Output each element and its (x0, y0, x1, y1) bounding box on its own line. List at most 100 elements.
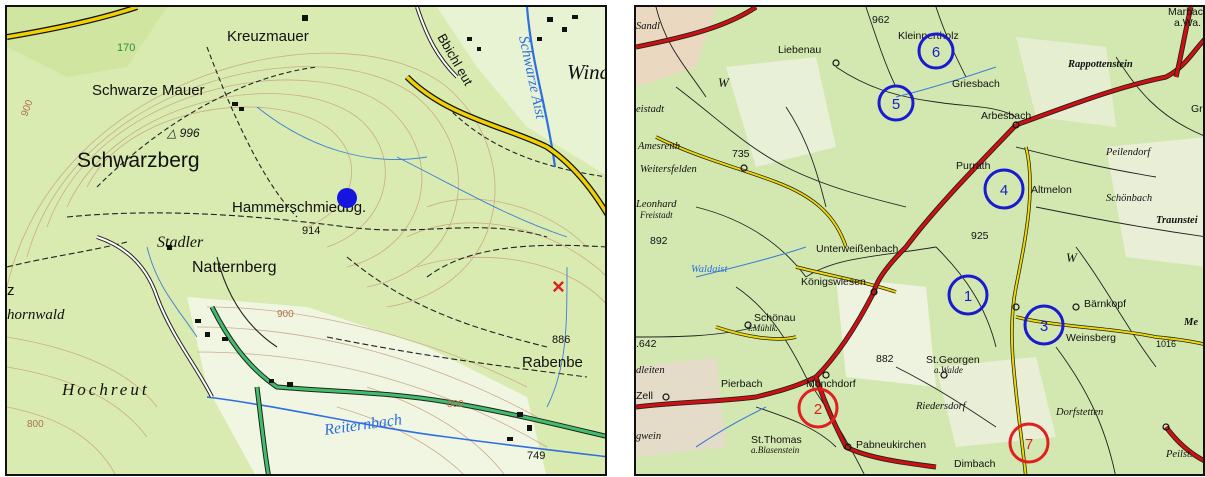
marker-2[interactable]: 2 (797, 387, 839, 429)
label-st-thomas-2: a.Blasenstein (751, 445, 800, 455)
settlement-markers (662, 59, 1170, 451)
marker-3[interactable]: 3 (1023, 304, 1065, 346)
marker-5[interactable]: 5 (877, 84, 915, 122)
main-road-170 (7, 7, 605, 217)
contour-label-900b: 900 (277, 309, 294, 320)
label-z: z (7, 282, 15, 299)
label-schwarzberg: Schwarzberg (77, 149, 200, 172)
label-zell: Zell (636, 390, 653, 402)
label-schwarze-mauer: Schwarze Mauer (92, 82, 205, 99)
label-leonhard: Leonhard (636, 199, 677, 210)
label-natternberg: Natternberg (192, 259, 277, 276)
buildings (167, 15, 578, 441)
label-moenchdorf: Mönchdorf (806, 378, 856, 390)
label-arbesbach: Arbesbach (981, 110, 1031, 122)
main-roads (636, 7, 1203, 470)
label-rabenbe: Rabenbe (522, 354, 583, 371)
marker-3-label: 3 (1040, 318, 1048, 335)
marker-6[interactable]: 6 (917, 32, 955, 70)
label-dimbach: Dimbach (954, 458, 996, 470)
marker-2-label: 2 (814, 401, 822, 418)
label-muehlk: i.Mühlk. (748, 323, 778, 333)
secondary-road (96, 7, 459, 398)
label-hochreut: Hochreut (61, 380, 150, 399)
label-pierbach: Pierbach (721, 378, 763, 390)
label-weinsberg: Weinsberg (1066, 332, 1116, 344)
label-unterweissenbach: Unterweißenbach (816, 243, 898, 255)
marker-7[interactable]: 7 (1008, 422, 1050, 464)
label-marbach: Marbach (1168, 7, 1205, 18)
label-riedersdorf: Riedersdorf (915, 401, 968, 412)
terrain-patches (636, 7, 1203, 457)
label-peilendorf: Peilendorf (1105, 147, 1152, 158)
label-w2: W (1066, 250, 1078, 265)
label-1016: 1016 (1156, 339, 1176, 349)
label-962: 962 (872, 14, 890, 26)
label-892: 892 (650, 235, 668, 247)
right-regional-map[interactable]: Sandl 962 Liebenau Kleinpertholz Marbach… (634, 5, 1205, 476)
label-amesreith: Amesreith (637, 141, 680, 152)
label-hornwald: hornwald (7, 307, 65, 323)
marker-6-label: 6 (932, 44, 940, 61)
label-traunstein: Traunstei (1156, 215, 1198, 226)
label-peilst: Peilst. (1165, 449, 1193, 460)
marker-4-label: 4 (1000, 182, 1008, 199)
label-griesbach: Griesbach (952, 78, 1000, 90)
label-dorfstetten: Dorfstetten (1055, 407, 1103, 418)
label-liebenau: Liebenau (778, 44, 821, 56)
marker-7-label: 7 (1025, 436, 1033, 453)
label-schoenbach: Schönbach (1106, 193, 1152, 204)
label-schoenau: Schönau (754, 312, 796, 324)
label-rappottenstein: Rappottenstein (1067, 59, 1133, 70)
contour-label-800: 800 (447, 399, 464, 410)
label-wind: Wind (567, 60, 607, 84)
label-gwein: gwein (636, 431, 661, 442)
label-stadler: Stadler (157, 234, 204, 251)
numbered-markers: 6 5 4 1 3 2 7 (797, 32, 1065, 464)
label-st-georgen: St.Georgen (926, 354, 980, 366)
blue-location-dot[interactable] (337, 188, 357, 208)
label-882: 882 (876, 353, 894, 365)
marker-5-label: 5 (892, 96, 900, 113)
label-hammerschmiedbg: Hammerschmiedbg. (232, 199, 366, 216)
label-st-georgen-2: a.Walde (934, 365, 963, 375)
label-eistadt: eistadt (636, 104, 665, 115)
marker-1[interactable]: 1 (947, 274, 989, 316)
contour-label-800b: 800 (27, 419, 44, 430)
label-gr: Gr (1191, 103, 1203, 115)
label-koenigswiesen: Königswiesen (801, 276, 866, 288)
label-925: 925 (971, 230, 989, 242)
label-dleiten: dleiten (636, 365, 665, 376)
label-st-thomas: St.Thomas (751, 434, 802, 446)
label-elev-914: 914 (302, 225, 320, 237)
contour-label-900: 900 (19, 98, 35, 118)
rivers (695, 66, 997, 448)
label-kreuzmauer: Kreuzmauer (227, 28, 309, 45)
label-sandl: Sandl (636, 21, 660, 32)
right-map-canvas: Sandl 962 Liebenau Kleinpertholz Marbach… (636, 7, 1205, 474)
label-me: Me (1183, 317, 1198, 328)
valley-road (209, 305, 605, 474)
label-weitersfelden: Weitersfelden (640, 164, 697, 175)
label-marbach-2: a.Wa. (1174, 17, 1201, 29)
label-peak-996: △ 996 (166, 126, 200, 140)
reiternbach-stream (206, 396, 605, 458)
label-altmelon: Altmelon (1031, 184, 1072, 196)
marker-1-label: 1 (964, 288, 972, 305)
label-elev-886: 886 (552, 334, 570, 346)
label-w1: W (718, 75, 730, 90)
local-roads (636, 7, 1203, 474)
streams (146, 106, 568, 408)
label-purrath: Purrath (956, 160, 991, 172)
red-x-marker[interactable]: × (552, 274, 565, 299)
label-waldaist: Waldaist (691, 264, 728, 275)
marker-4[interactable]: 4 (983, 168, 1025, 210)
label-642: .642 (636, 338, 657, 350)
label-pabneukirchen: Pabneukirchen (856, 439, 926, 451)
left-topographic-map[interactable]: Kreuzmauer Schwarze Mauer △ 996 Schwarzb… (5, 5, 607, 476)
label-baernkopf: Bärnkopf (1084, 298, 1126, 310)
label-road-170: 170 (117, 42, 135, 54)
regional-roads (655, 135, 1203, 474)
label-elev-749: 749 (527, 450, 545, 462)
left-map-canvas: Kreuzmauer Schwarze Mauer △ 996 Schwarzb… (7, 7, 607, 474)
